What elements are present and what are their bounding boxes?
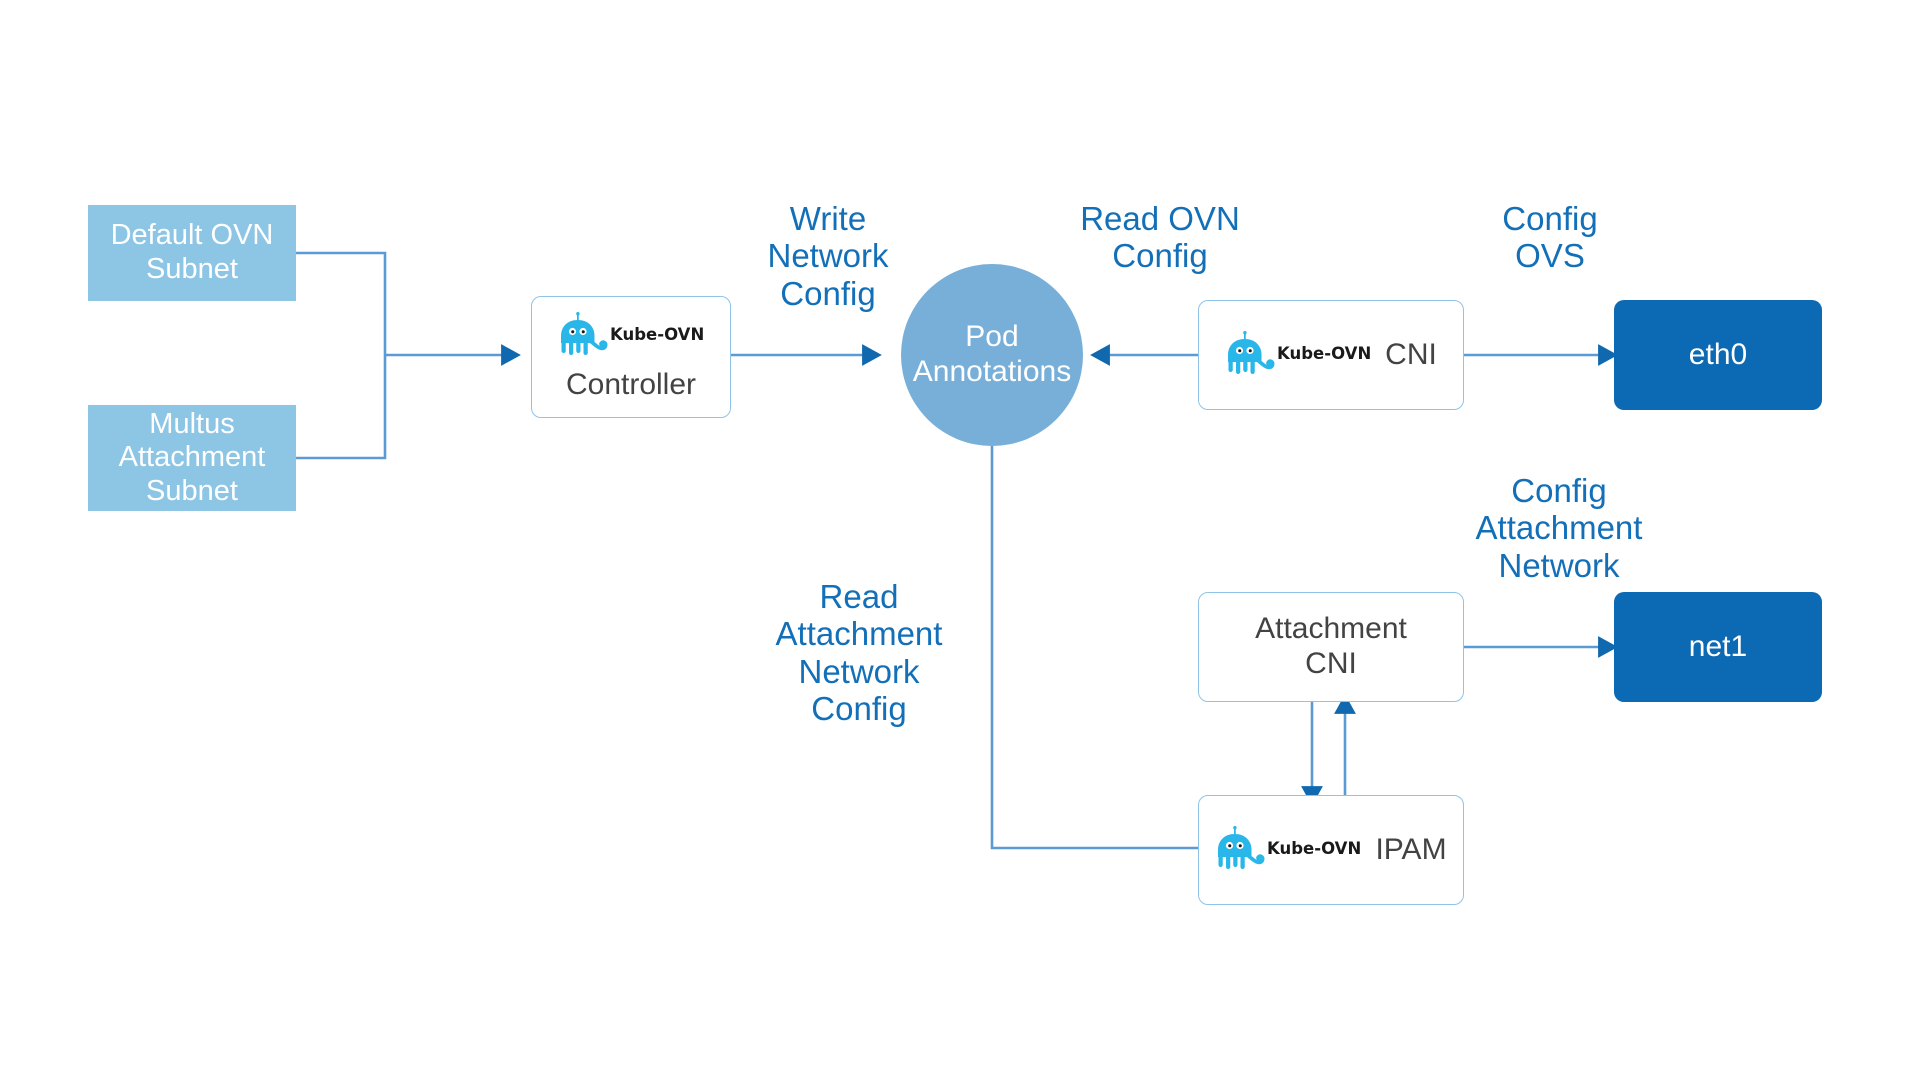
kube-ovn-logo-icon: Kube-OVN [1215, 826, 1362, 874]
node-multus-attachment-subnet[interactable]: Multus Attachment Subnet [88, 405, 296, 511]
edge-label-read-attachment-network-config: Read Attachment Network Config [775, 578, 943, 727]
kube-ovn-ipam-label: IPAM [1375, 832, 1447, 866]
edge-pod-annotations-to-ipam [990, 446, 1198, 850]
kube-ovn-controller-label: Controller [565, 367, 697, 401]
kube-ovn-wordmark: Kube-OVN [1277, 344, 1371, 363]
kube-ovn-logo-icon: Kube-OVN [558, 311, 704, 360]
node-eth0[interactable]: eth0 [1614, 300, 1822, 410]
edge-multus-subnet-to-junction [296, 355, 387, 460]
kube-ovn-wordmark: Kube-OVN [1267, 839, 1361, 858]
node-net1[interactable]: net1 [1614, 592, 1822, 702]
edge-default-subnet-to-junction [296, 251, 387, 355]
node-kube-ovn-controller[interactable]: Kube-OVN Controller [531, 296, 731, 418]
default-ovn-subnet-label: Default OVN Subnet [110, 219, 274, 285]
node-default-ovn-subnet[interactable]: Default OVN Subnet [88, 205, 296, 301]
edge-label-read-ovn-config: Read OVN Config [1080, 200, 1240, 275]
node-kube-ovn-ipam[interactable]: Kube-OVN IPAM [1198, 795, 1464, 905]
attachment-cni-label: Attachment CNI [1255, 612, 1407, 680]
kube-ovn-wordmark: Kube-OVN [610, 325, 704, 344]
pod-annotations-label: Pod Annotations [912, 320, 1072, 388]
node-kube-ovn-cni[interactable]: Kube-OVN CNI [1198, 300, 1464, 410]
edge-label-write-network-config: Write Network Config [767, 200, 889, 312]
multus-attachment-subnet-label: Multus Attachment Subnet [118, 407, 266, 507]
bottom-spacer [0, 1055, 1906, 1077]
net1-label: net1 [1688, 629, 1748, 663]
kube-ovn-cni-label: CNI [1385, 337, 1437, 371]
edge-label-config-ovs: Config OVS [1502, 200, 1598, 275]
eth0-label: eth0 [1688, 337, 1748, 371]
node-attachment-cni[interactable]: Attachment CNI [1198, 592, 1464, 702]
kube-ovn-logo-icon: Kube-OVN [1225, 331, 1371, 379]
edge-label-config-attachment-network: Config Attachment Network [1475, 472, 1643, 584]
node-pod-annotations[interactable]: Pod Annotations [901, 264, 1083, 446]
